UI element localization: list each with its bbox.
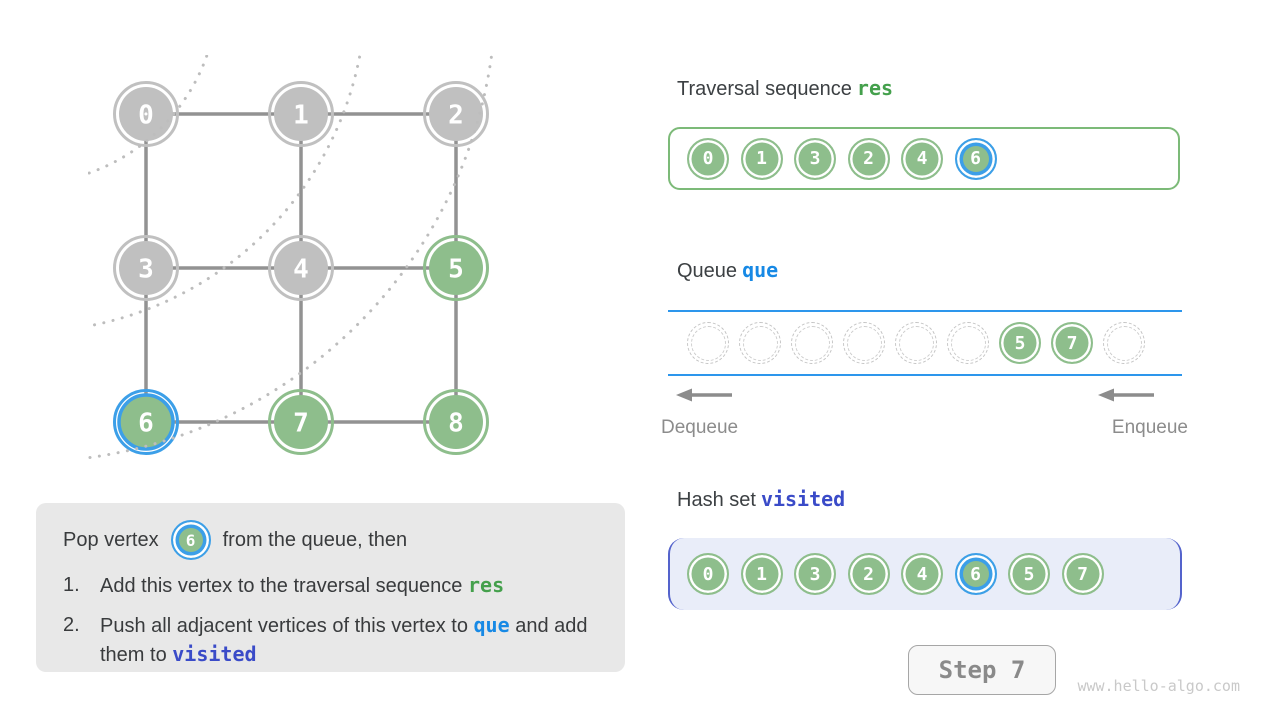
vertex-label: 6 — [138, 409, 154, 439]
vertex-fill — [274, 395, 328, 449]
graph-vertex-1: 1 — [268, 81, 334, 147]
vertex-fill — [429, 241, 483, 295]
visited-item-1: 1 — [740, 553, 783, 595]
vertex-label: 1 — [293, 101, 309, 131]
graph-canvas: 0 1 2 3 4 5 6 7 8 — [88, 55, 494, 460]
graph-vertex-7: 7 — [268, 389, 334, 455]
vertex-label: 3 — [138, 255, 154, 285]
explanation-item-1: 1. Add this vertex to the traversal seque… — [63, 571, 603, 600]
queue-title-text: Queue — [677, 260, 738, 282]
res-item-1: 1 — [740, 137, 783, 180]
visited-item-5: 5 — [1008, 553, 1050, 595]
explanation-list: 1. Add this vertex to the traversal seque… — [63, 571, 603, 669]
graph-vertex-6: 6 — [113, 389, 179, 455]
queue-item-7: 7 — [1051, 322, 1093, 364]
visited-item-0: 0 — [687, 553, 729, 595]
visited-title-text: Hash set — [677, 489, 756, 511]
vertex-label: 8 — [448, 409, 464, 439]
vertex-fill — [429, 87, 483, 141]
vertex-label: 2 — [448, 101, 464, 131]
res-title-text: Traversal sequence — [677, 78, 852, 100]
explanation-intro: Pop vertex 6 from the queue, then — [63, 520, 603, 560]
vertex-fill — [119, 87, 173, 141]
visited-code-label: visited — [760, 487, 846, 511]
res-item-6: 6 — [954, 137, 997, 180]
explanation-item-number: 2. — [63, 614, 80, 636]
queue-slot-empty-0 — [687, 322, 729, 364]
queue-item-5: 5 — [999, 322, 1041, 364]
graph-vertex-3: 3 — [113, 235, 179, 301]
watermark: www.hello-algo.com — [1077, 677, 1240, 695]
explanation-box: Pop vertex 6 from the queue, then 1. Add … — [36, 503, 625, 672]
vertex-label: 7 — [293, 409, 309, 439]
vertex-label: 4 — [293, 255, 309, 285]
visited-item-4: 4 — [901, 553, 943, 595]
queue-top-line — [668, 310, 1182, 312]
queue-slot-empty-4 — [895, 322, 937, 364]
vertex-outer-ring — [268, 235, 334, 301]
res-item-2: 2 — [847, 137, 890, 180]
vertex-fill — [429, 395, 483, 449]
graph-vertex-4: 4 — [268, 235, 334, 301]
dequeue-label: Dequeue — [661, 417, 739, 438]
vertex-fill — [117, 393, 175, 451]
queue-bottom-line — [668, 374, 1182, 376]
vertex-fill — [274, 241, 328, 295]
res-code-label: res — [856, 76, 894, 100]
explanation-item-number: 1. — [63, 574, 80, 596]
vertex-outer-ring — [423, 389, 489, 455]
queue-slot-empty-3 — [843, 322, 885, 364]
enqueue-arrow-icon — [1098, 388, 1154, 402]
visited-item-3: 3 — [794, 553, 836, 595]
vertex-label: 5 — [448, 255, 464, 285]
vertex-outer-ring — [423, 81, 489, 147]
vertex-outer-ring — [423, 235, 489, 301]
res-item-0: 0 — [687, 137, 729, 180]
dequeue-arrow-icon — [676, 388, 732, 402]
queue-slot-empty-5 — [947, 322, 989, 364]
graph-vertex-2: 2 — [423, 81, 489, 147]
explanation-intro-prefix: Pop vertex — [63, 528, 159, 551]
graph-vertex-8: 8 — [423, 389, 489, 455]
res-item-4: 4 — [901, 137, 943, 180]
explanation-item-text: Push all adjacent vertices of this verte… — [100, 613, 588, 666]
vertex-outer-ring — [113, 389, 179, 455]
vertex-label: 0 — [138, 101, 154, 131]
explanation-intro-suffix: from the queue, then — [222, 528, 408, 551]
explanation-item-2: 2. Push all adjacent vertices of this ver… — [63, 611, 603, 669]
enqueue-label: Enqueue — [1111, 417, 1188, 438]
visited-item-6: 6 — [954, 553, 997, 595]
visited-item-7: 7 — [1061, 553, 1104, 595]
vertex-outer-ring — [268, 81, 334, 147]
vertex-fill — [119, 241, 173, 295]
step-button[interactable]: Step 7 — [908, 645, 1056, 695]
queue-slot-empty-8 — [1103, 322, 1145, 364]
vertex-outer-ring — [113, 81, 179, 147]
queue-slot-empty-2 — [791, 322, 833, 364]
vertex-outer-ring — [113, 235, 179, 301]
graph-vertex-5: 5 — [423, 235, 489, 301]
res-item-3: 3 — [794, 137, 836, 180]
vertex-outer-ring — [268, 389, 334, 455]
queue-code-label: que — [742, 258, 779, 282]
graph-vertex-0: 0 — [113, 81, 179, 147]
explanation-item-text: Add this vertex to the traversal sequenc… — [100, 573, 505, 597]
visited-item-2: 2 — [847, 553, 890, 595]
explanation-vertex-badge: 6 — [170, 520, 211, 560]
queue-slot-empty-1 — [739, 322, 781, 364]
vertex-fill — [274, 87, 328, 141]
